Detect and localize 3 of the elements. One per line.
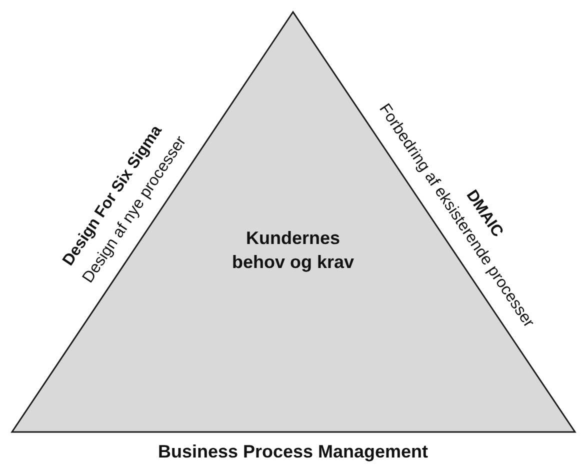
node-label: Kundernes behov og krav: [230, 227, 356, 274]
triangle: [10, 10, 576, 433]
base-title: Business Process Management: [158, 442, 428, 462]
